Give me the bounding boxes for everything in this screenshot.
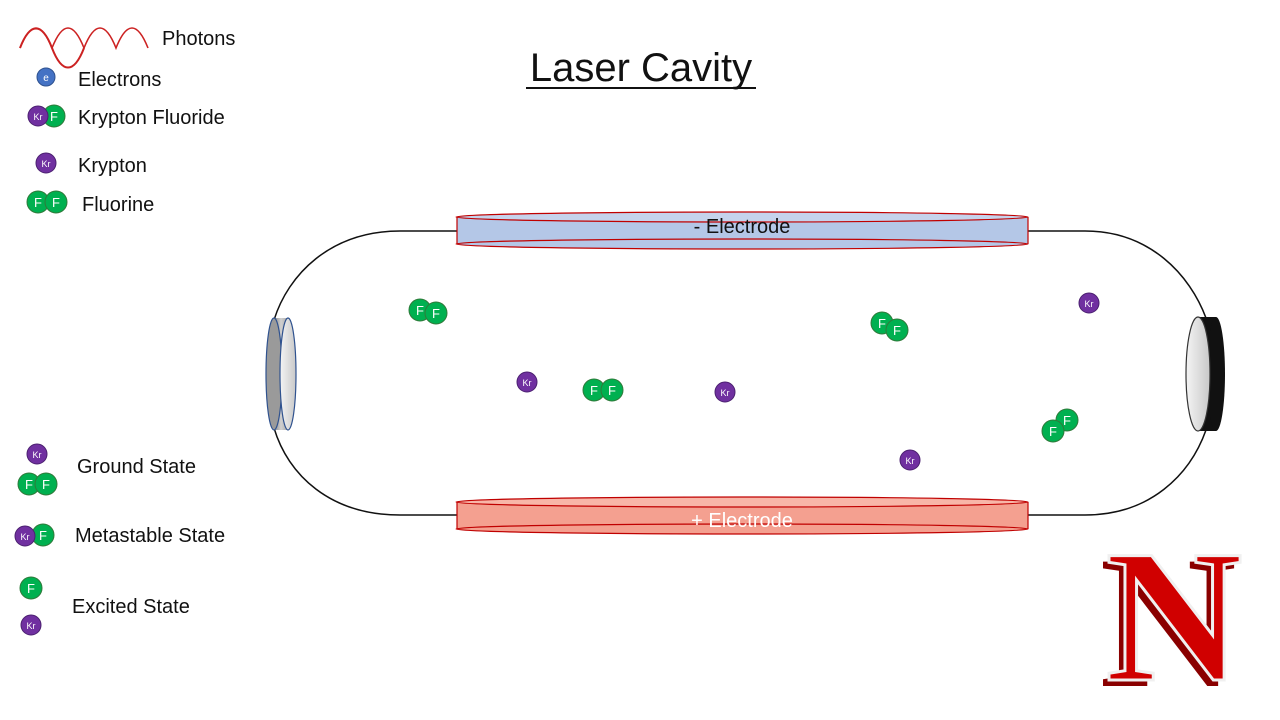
svg-text:Kr: Kr bbox=[34, 112, 43, 122]
metastable-state-icon: F Kr bbox=[14, 523, 55, 547]
krypton-atom: Kr bbox=[899, 449, 921, 471]
legend-krypton-fluoride-label: Krypton Fluoride bbox=[78, 107, 225, 129]
svg-text:Kr: Kr bbox=[1085, 299, 1094, 309]
svg-text:F: F bbox=[1063, 413, 1071, 428]
logo-letter: N bbox=[1105, 512, 1242, 720]
svg-text:F: F bbox=[432, 306, 440, 321]
svg-text:F: F bbox=[39, 528, 47, 543]
left-mirror bbox=[265, 317, 297, 431]
ground-state-icon: Kr F F bbox=[17, 443, 58, 496]
svg-text:Kr: Kr bbox=[42, 159, 51, 169]
negative-electrode: - Electrode bbox=[455, 211, 1029, 250]
svg-text:Kr: Kr bbox=[721, 388, 730, 398]
negative-electrode-label: - Electrode bbox=[694, 216, 791, 238]
metastable-state-label: Metastable State bbox=[75, 525, 225, 547]
fluorine-molecule: F F bbox=[1041, 408, 1079, 443]
svg-text:F: F bbox=[590, 383, 598, 398]
legend-bottom: Kr F F Ground State F Kr Metastable Stat… bbox=[14, 443, 225, 636]
svg-text:Kr: Kr bbox=[906, 456, 915, 466]
krypton-icon: Kr bbox=[35, 152, 57, 174]
cavity-particles: F F F F F F F F Kr Kr bbox=[408, 292, 1100, 471]
legend-top: Photons e Electrons F Kr Krypton Fluorid… bbox=[19, 27, 235, 216]
positive-electrode: + Electrode bbox=[455, 496, 1029, 535]
svg-text:F: F bbox=[416, 303, 424, 318]
svg-text:Kr: Kr bbox=[523, 378, 532, 388]
right-mirror bbox=[1185, 316, 1225, 432]
svg-text:F: F bbox=[50, 109, 58, 124]
fluorine-molecule: F F bbox=[582, 378, 624, 402]
legend-electrons-label: Electrons bbox=[78, 69, 161, 91]
legend-photons-label: Photons bbox=[162, 28, 235, 50]
excited-state-label: Excited State bbox=[72, 596, 190, 618]
krypton-atom: Kr bbox=[1078, 292, 1100, 314]
fluorine-icon: F F bbox=[26, 190, 68, 214]
krypton-fluoride-icon: F Kr bbox=[27, 104, 66, 128]
university-logo: N N bbox=[1099, 511, 1244, 720]
svg-text:e: e bbox=[43, 73, 49, 84]
excited-state-icon: F Kr bbox=[19, 576, 43, 636]
svg-text:F: F bbox=[1049, 424, 1057, 439]
svg-text:Kr: Kr bbox=[21, 532, 30, 542]
legend-krypton-label: Krypton bbox=[78, 155, 147, 177]
svg-text:F: F bbox=[27, 581, 35, 596]
fluorine-molecule: F F bbox=[408, 298, 448, 325]
svg-text:F: F bbox=[42, 477, 50, 492]
electron-icon: e bbox=[36, 67, 56, 87]
page-title: Laser Cavity bbox=[530, 46, 752, 90]
photon-wave-icon-part bbox=[19, 27, 149, 51]
svg-text:Kr: Kr bbox=[33, 450, 42, 460]
krypton-atom: Kr bbox=[714, 381, 736, 403]
logo-letter-shadow: N bbox=[1099, 518, 1236, 720]
svg-text:F: F bbox=[878, 316, 886, 331]
svg-text:F: F bbox=[608, 383, 616, 398]
fluorine-molecule: F F bbox=[870, 311, 909, 342]
cavity-outline bbox=[273, 230, 1207, 516]
title-group: Laser Cavity bbox=[526, 46, 756, 90]
ground-state-label: Ground State bbox=[77, 456, 196, 478]
krypton-atom: Kr bbox=[516, 371, 538, 393]
svg-text:Kr: Kr bbox=[27, 621, 36, 631]
svg-text:F: F bbox=[893, 323, 901, 338]
positive-electrode-label: + Electrode bbox=[691, 510, 793, 532]
svg-text:F: F bbox=[25, 477, 33, 492]
svg-text:F: F bbox=[52, 195, 60, 210]
legend-fluorine-label: Fluorine bbox=[82, 194, 154, 216]
svg-text:F: F bbox=[34, 195, 42, 210]
